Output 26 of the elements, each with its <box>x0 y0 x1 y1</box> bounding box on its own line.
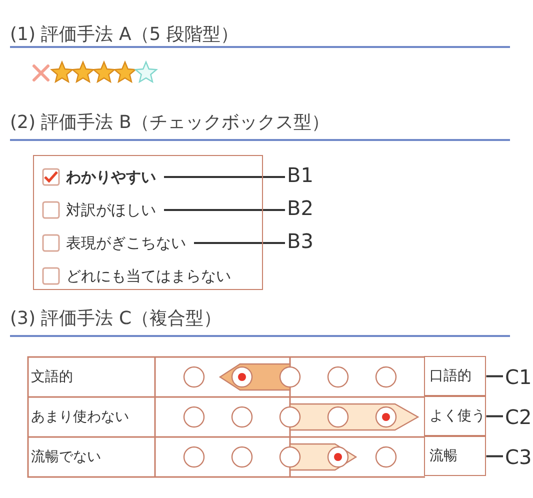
leader-line <box>486 455 503 458</box>
callout-label: C1 <box>505 364 532 390</box>
checkbox-list-frame <box>33 155 263 290</box>
callout-label: B3 <box>287 228 314 254</box>
callout-label: C3 <box>505 444 532 470</box>
scale-label: よく使う <box>424 396 486 436</box>
scale-label: 口語的 <box>424 356 486 396</box>
callout-label: B2 <box>287 195 314 221</box>
scale-label: 文語的 <box>31 368 73 387</box>
callout-label: B1 <box>287 162 314 188</box>
checkbox-option: わかりやすい <box>42 164 156 190</box>
callout-label: C2 <box>505 404 532 430</box>
leader-line <box>486 375 503 378</box>
scale-label: 流暢でない <box>31 448 101 467</box>
leader-line <box>486 415 503 418</box>
scale-label: あまり使わない <box>31 408 129 427</box>
section-heading: (3) 評価手法 C（複合型） <box>10 307 222 330</box>
checkbox-option: どれにも当てはまらない <box>42 263 231 289</box>
leader-line <box>164 176 285 178</box>
leader-line <box>194 242 285 244</box>
scale-label: 流暢 <box>424 436 486 476</box>
leader-line <box>164 209 285 211</box>
section-heading: (2) 評価手法 B（チェックボックス型） <box>10 111 330 134</box>
checkbox-option: 対訳がほしい <box>42 197 156 223</box>
section-heading: (1) 評価手法 A（5 段階型） <box>10 23 238 46</box>
checkbox-option: 表現がぎこちない <box>42 230 186 256</box>
